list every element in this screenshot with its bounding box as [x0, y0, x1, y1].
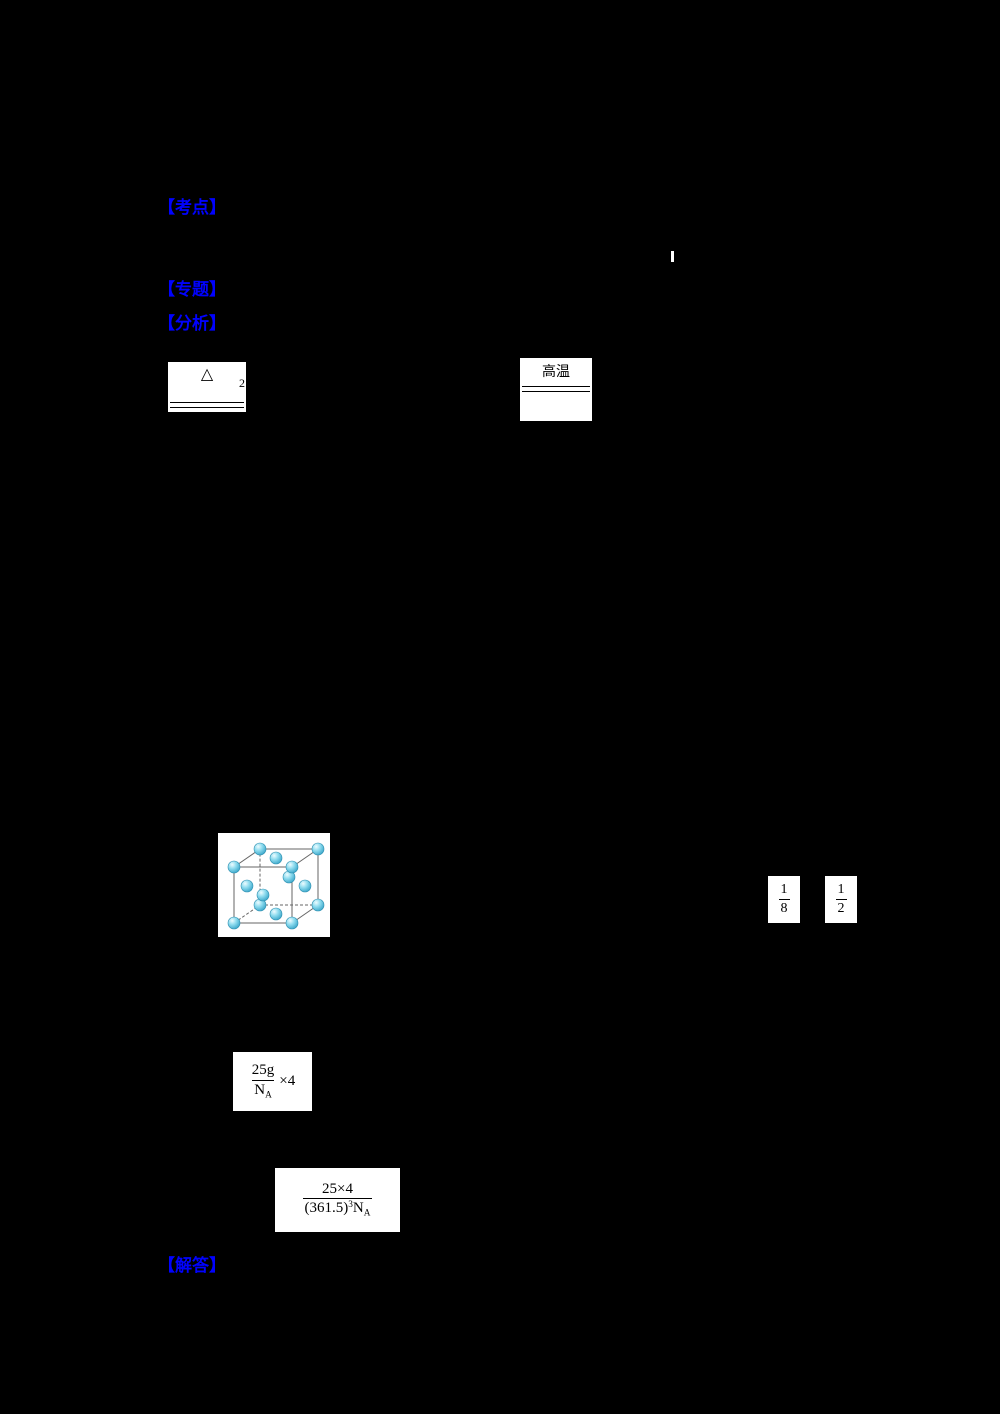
formula-unit-cell-mass: 25g NA ×4 — [233, 1052, 312, 1111]
fraction-one-half: 1 2 — [825, 876, 857, 923]
fraction-denominator: 8 — [778, 898, 790, 916]
cube-exponent: 3 — [348, 1200, 353, 1211]
mass-factor: ×4 — [279, 1073, 296, 1089]
subscript-two-fragment: 2 — [239, 376, 245, 390]
fcc-unit-cell-image — [227, 842, 325, 930]
equals-double-line — [170, 402, 244, 408]
mass-denominator: NA — [252, 1079, 274, 1101]
avogadro-symbol: N — [254, 1081, 266, 1098]
atoms — [227, 842, 325, 930]
reaction-condition-hightemp-box: 高温 — [520, 358, 592, 421]
delta-symbol: △ — [200, 366, 214, 383]
avogadro-subscript: A — [265, 1089, 272, 1100]
label-topic: 【专题】 — [158, 280, 226, 299]
lattice-parameter: (361.5) — [304, 1200, 349, 1217]
reaction-condition-delta-box: △ 2 — [168, 362, 246, 412]
mass-numerator: 25g — [251, 1062, 275, 1079]
crystal-structure-figure — [218, 833, 330, 937]
density-numerator: 25×4 — [322, 1180, 353, 1197]
label-analysis-point: 【考点】 — [158, 198, 226, 217]
fraction-numerator: 1 — [780, 882, 788, 898]
label-analysis: 【分析】 — [158, 314, 226, 333]
fraction-numerator: 1 — [837, 882, 845, 898]
density-denominator: (361.5)3NA — [302, 1198, 373, 1219]
fraction-denominator: 2 — [835, 898, 847, 916]
equals-double-line — [522, 386, 590, 392]
formula-density: 25×4 (361.5)3NA — [275, 1168, 400, 1232]
high-temp-text: 高温 — [542, 363, 570, 379]
fraction-one-eighth: 1 8 — [768, 876, 800, 923]
avogadro-subscript: A — [363, 1208, 371, 1219]
label-answer: 【解答】 — [158, 1256, 226, 1275]
superscript-fragment-mark — [671, 251, 674, 262]
avogadro-symbol: N — [352, 1200, 364, 1217]
